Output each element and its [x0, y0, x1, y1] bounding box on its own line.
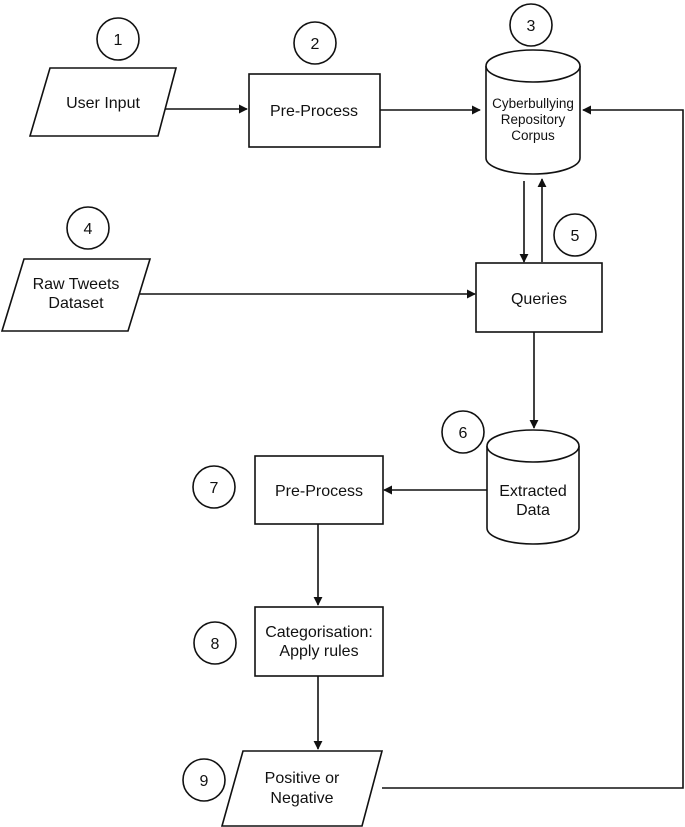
step-number-7: 7: [192, 465, 236, 509]
step-number-4: 4: [66, 206, 110, 250]
edge-result-feedback-to-corpus: [382, 105, 684, 789]
node-user-input: User Input: [28, 67, 178, 137]
step-number-text: 6: [459, 425, 468, 442]
step-circle: [96, 17, 140, 61]
step-circle: [192, 465, 236, 509]
step-number-5: 5: [553, 213, 597, 257]
categorisation-label-line2: Apply rules: [279, 643, 358, 660]
step-number-3: 3: [509, 3, 553, 47]
step-circle: [509, 3, 553, 47]
result-shape: [220, 750, 384, 827]
user-input-label: User Input: [66, 95, 140, 112]
node-categorisation: Categorisation: Apply rules: [254, 606, 384, 677]
preprocess-1-label: Pre-Process: [270, 103, 358, 120]
node-result: Positive or Negative: [220, 750, 384, 827]
step-number-6: 6: [441, 410, 485, 454]
step-number-text: 3: [527, 18, 536, 35]
step-circle: [182, 758, 226, 802]
step-number-1: 1: [96, 17, 140, 61]
step-number-text: 4: [84, 221, 93, 238]
preprocess-2-shape: [254, 455, 384, 525]
corpus-label-line1: Cyberbullying: [492, 96, 574, 111]
raw-tweets-label-line2: Dataset: [48, 295, 104, 312]
step-number-8: 8: [193, 621, 237, 665]
result-label-line1: Positive or: [265, 770, 340, 787]
step-number-text: 2: [311, 36, 320, 53]
step-number-2: 2: [293, 21, 337, 65]
node-preprocess-2: Pre-Process: [254, 455, 384, 525]
queries-label: Queries: [511, 291, 567, 308]
extracted-label-line1: Extracted: [499, 483, 567, 500]
raw-tweets-label-line1: Raw Tweets: [33, 276, 120, 293]
node-queries: Queries: [475, 262, 603, 333]
extracted-cylinder-body: [486, 446, 580, 545]
preprocess-2-label: Pre-Process: [275, 483, 363, 500]
result-label-line2: Negative: [270, 790, 333, 807]
corpus-cylinder-body: [485, 66, 581, 175]
raw-tweets-shape: [0, 258, 152, 332]
corpus-cylinder-top: [485, 49, 581, 83]
categorisation-shape: [254, 606, 384, 677]
step-circle: [193, 621, 237, 665]
step-number-9: 9: [182, 758, 226, 802]
node-raw-tweets: Raw Tweets Dataset: [0, 258, 152, 332]
categorisation-label-line1: Categorisation:: [265, 624, 373, 641]
step-circle: [66, 206, 110, 250]
step-circle: [293, 21, 337, 65]
node-corpus: Cyberbullying Repository Corpus: [485, 49, 581, 175]
node-extracted-data: Extracted Data: [486, 429, 580, 545]
user-input-shape: [28, 67, 178, 137]
extracted-cylinder-top: [486, 429, 580, 463]
step-number-text: 7: [210, 480, 219, 497]
step-number-text: 9: [200, 773, 209, 790]
corpus-label-line3: Corpus: [511, 128, 555, 143]
extracted-label-line2: Data: [516, 502, 550, 519]
step-number-text: 1: [114, 32, 123, 49]
step-number-text: 8: [211, 636, 220, 653]
step-circle: [441, 410, 485, 454]
node-preprocess-1: Pre-Process: [248, 73, 381, 148]
corpus-label-line2: Repository: [501, 112, 566, 127]
step-circle: [553, 213, 597, 257]
step-number-text: 5: [571, 228, 580, 245]
queries-shape: [475, 262, 603, 333]
preprocess-1-shape: [248, 73, 381, 148]
